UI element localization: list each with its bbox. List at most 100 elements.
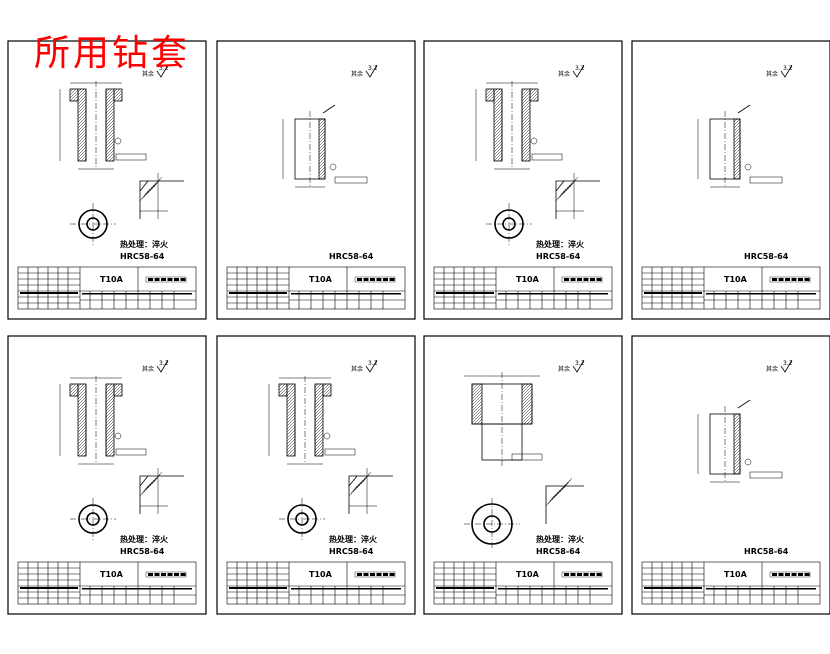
part-name-glyph: [357, 573, 362, 576]
heat-treatment-note: 热处理：淬火: [120, 239, 169, 249]
part-name-glyph: [778, 278, 784, 281]
roughness-value: 3.2: [368, 65, 378, 72]
part-name-glyph: [389, 573, 395, 576]
material-label: T10A: [309, 275, 333, 284]
part-name-glyph: [583, 573, 589, 576]
bushing-top-view: [70, 203, 116, 245]
roughness-other-label: 其余: [766, 70, 778, 78]
tolerance-frame: [531, 153, 563, 161]
material-label: T10A: [309, 570, 333, 579]
part-name-glyph: [148, 278, 153, 281]
title-block: T10A: [433, 266, 613, 310]
part-name-glyph: [167, 278, 173, 281]
part-name-glyph: [383, 573, 388, 576]
heat-treatment-note: 热处理：淬火: [329, 534, 378, 544]
section-hatching: [279, 384, 287, 396]
part-name-glyph: [791, 278, 797, 281]
roughness-other-label: 其余: [766, 365, 778, 373]
part-name-glyph: [577, 573, 582, 576]
section-hatching: [323, 384, 331, 396]
material-label: T10A: [516, 570, 540, 579]
part-name-glyph: [154, 278, 160, 281]
bushing-top-view: [464, 498, 520, 550]
part-name-glyph: [161, 573, 166, 576]
title-block-text-strip: [644, 587, 702, 589]
heat-treatment-note: 热处理：淬火: [120, 534, 169, 544]
sheet-border: [216, 335, 416, 615]
bushing-top-view: [486, 203, 532, 245]
datum-marker: [323, 432, 331, 440]
title-block-text-strip: [291, 588, 401, 590]
roughness-symbol: [780, 64, 793, 78]
datum-marker: [329, 163, 337, 171]
detail-view: [139, 468, 184, 514]
part-name-glyph: [798, 278, 803, 281]
part-name-glyph: [590, 278, 595, 281]
roughness-value: 3.2: [575, 65, 585, 72]
part-name-box: [561, 276, 603, 283]
part-name-glyph: [778, 573, 784, 576]
tolerance-frame: [749, 176, 783, 184]
section-hatching: [734, 119, 740, 179]
section-hatching: [114, 89, 122, 101]
hardness-note: HRC58-64: [329, 547, 374, 556]
roughness-value: 3.2: [783, 65, 793, 72]
material-label: T10A: [100, 275, 124, 284]
part-name-glyph: [590, 573, 595, 576]
part-name-box: [145, 276, 187, 283]
part-name-box: [145, 571, 187, 578]
roughness-value: 3.2: [368, 360, 378, 367]
sheet-border: [423, 335, 623, 615]
material-label: T10A: [724, 570, 748, 579]
sheet-border: [423, 40, 623, 320]
section-hatching: [530, 89, 538, 101]
section-hatching: [315, 384, 323, 456]
part-name-glyph: [577, 278, 582, 281]
section-hatching: [106, 89, 114, 161]
part-name-glyph: [180, 278, 186, 281]
detail-view: [348, 468, 393, 514]
part-name-glyph: [791, 573, 797, 576]
roughness-symbol: [156, 359, 169, 373]
roughness-other-label: 其余: [351, 70, 363, 78]
hardness-note: HRC58-64: [536, 547, 581, 556]
title-block: T10A: [17, 266, 197, 310]
title-block-text-strip: [20, 587, 78, 589]
part-name-glyph: [570, 278, 576, 281]
bushing-section-view: [59, 81, 147, 170]
part-name-glyph: [370, 278, 375, 281]
title-block-text-strip: [436, 587, 494, 589]
bushing-top-view: [70, 498, 116, 540]
title-block: T10A: [641, 561, 821, 605]
part-name-glyph: [357, 278, 362, 281]
title-block-text-strip: [82, 588, 192, 590]
heat-treatment-note: 热处理：淬火: [536, 239, 585, 249]
roughness-value: 3.2: [159, 360, 169, 367]
title-block-text-strip: [706, 293, 816, 295]
part-name-glyph: [370, 573, 375, 576]
title-block-text-strip: [229, 292, 287, 294]
roughness-other-label: 其余: [142, 365, 154, 373]
title-block-text-strip: [706, 588, 816, 590]
tolerance-frame: [511, 453, 543, 461]
bushing-section-view: [697, 104, 783, 188]
section-hatching: [472, 384, 482, 424]
roughness-value: 3.2: [783, 360, 793, 367]
tolerance-frame: [334, 176, 368, 184]
section-hatching: [522, 89, 530, 161]
sheet-border: [7, 40, 207, 320]
part-name-glyph: [570, 573, 576, 576]
roughness-symbol: [572, 64, 585, 78]
tolerance-frame: [115, 448, 147, 456]
part-name-glyph: [389, 278, 395, 281]
section-hatching: [522, 384, 532, 424]
section-hatching: [319, 119, 325, 179]
part-name-glyph: [161, 278, 166, 281]
section-hatching: [114, 384, 122, 396]
material-label: T10A: [516, 275, 540, 284]
roughness-other-label: 其余: [558, 365, 570, 373]
part-name-box: [769, 276, 811, 283]
